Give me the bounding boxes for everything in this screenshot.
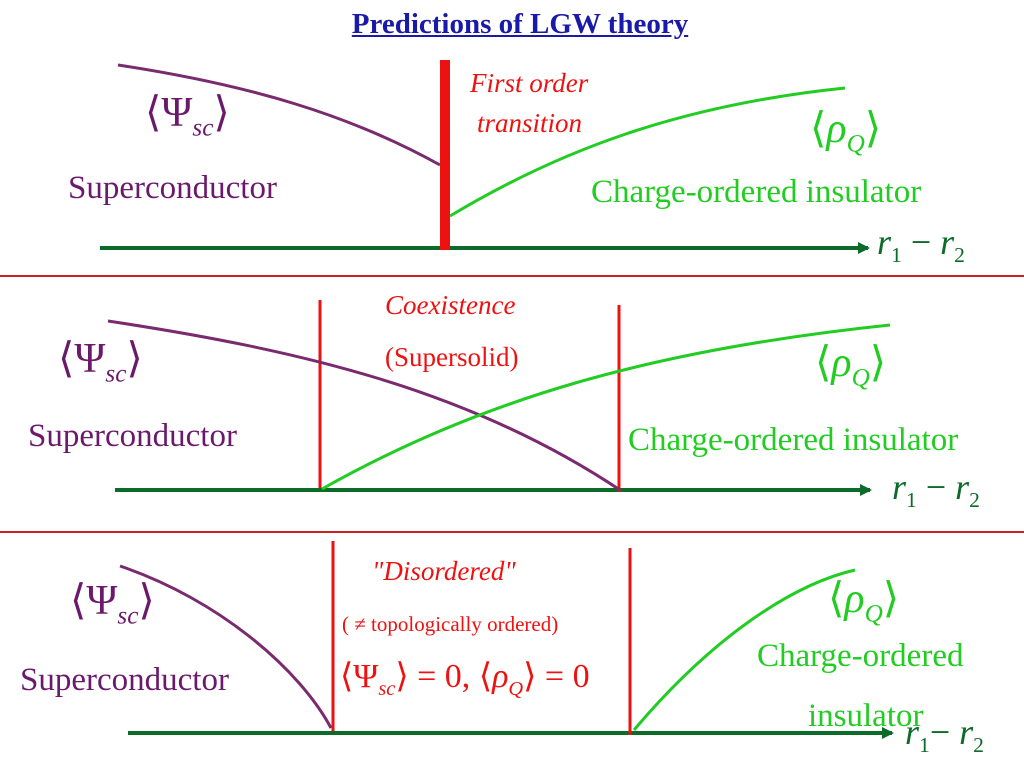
- angle-bracket-icon: ⟨: [145, 90, 162, 136]
- insulator-label: Charge-ordered insulator: [591, 174, 922, 210]
- insulator-label-line2: insulator: [808, 698, 924, 734]
- insulator-curve: [449, 86, 846, 218]
- co-order-parameter: ⟨ρQ⟩: [828, 576, 900, 628]
- insulator-label-line1: Charge-ordered: [757, 638, 964, 674]
- insulator-curve: [632, 568, 856, 731]
- supersolid-label: (Supersolid): [385, 342, 519, 372]
- sc-order-parameter: ⟨Ψsc⟩: [145, 90, 230, 142]
- superconductor-curve: [119, 564, 333, 729]
- superconductor-label: Superconductor: [20, 662, 229, 698]
- superconductor-curve: [107, 319, 621, 492]
- superconductor-curve: [117, 63, 441, 167]
- slide-title: Predictions of LGW theory: [351, 8, 689, 40]
- transition-label-line1: First order: [470, 68, 589, 98]
- transition-label-line2: transition: [477, 108, 583, 138]
- superconductor-label: Superconductor: [28, 418, 237, 454]
- order-parameters-zero-equation: ⟨Ψsc⟩ = 0, ⟨ρQ⟩ = 0: [340, 658, 590, 700]
- co-order-parameter: ⟨ρQ⟩: [815, 340, 887, 392]
- axis-label: r1 − r2: [892, 467, 980, 513]
- axis-label: r1− r2: [905, 712, 984, 758]
- sc-order-parameter: ⟨Ψsc⟩: [58, 336, 143, 388]
- sc-order-parameter: ⟨Ψsc⟩: [70, 578, 155, 630]
- axis-label: r1 − r2: [877, 222, 965, 268]
- insulator-curve: [321, 323, 891, 491]
- disordered-label: "Disordered": [372, 556, 516, 586]
- topological-note: ( ≠ topologically ordered): [342, 612, 559, 636]
- co-order-parameter: ⟨ρQ⟩: [810, 106, 882, 158]
- insulator-label: Charge-ordered insulator: [628, 422, 959, 458]
- superconductor-label: Superconductor: [68, 170, 277, 206]
- angle-bracket-icon: ⟩: [213, 90, 230, 136]
- coexistence-label: Coexistence: [385, 290, 516, 320]
